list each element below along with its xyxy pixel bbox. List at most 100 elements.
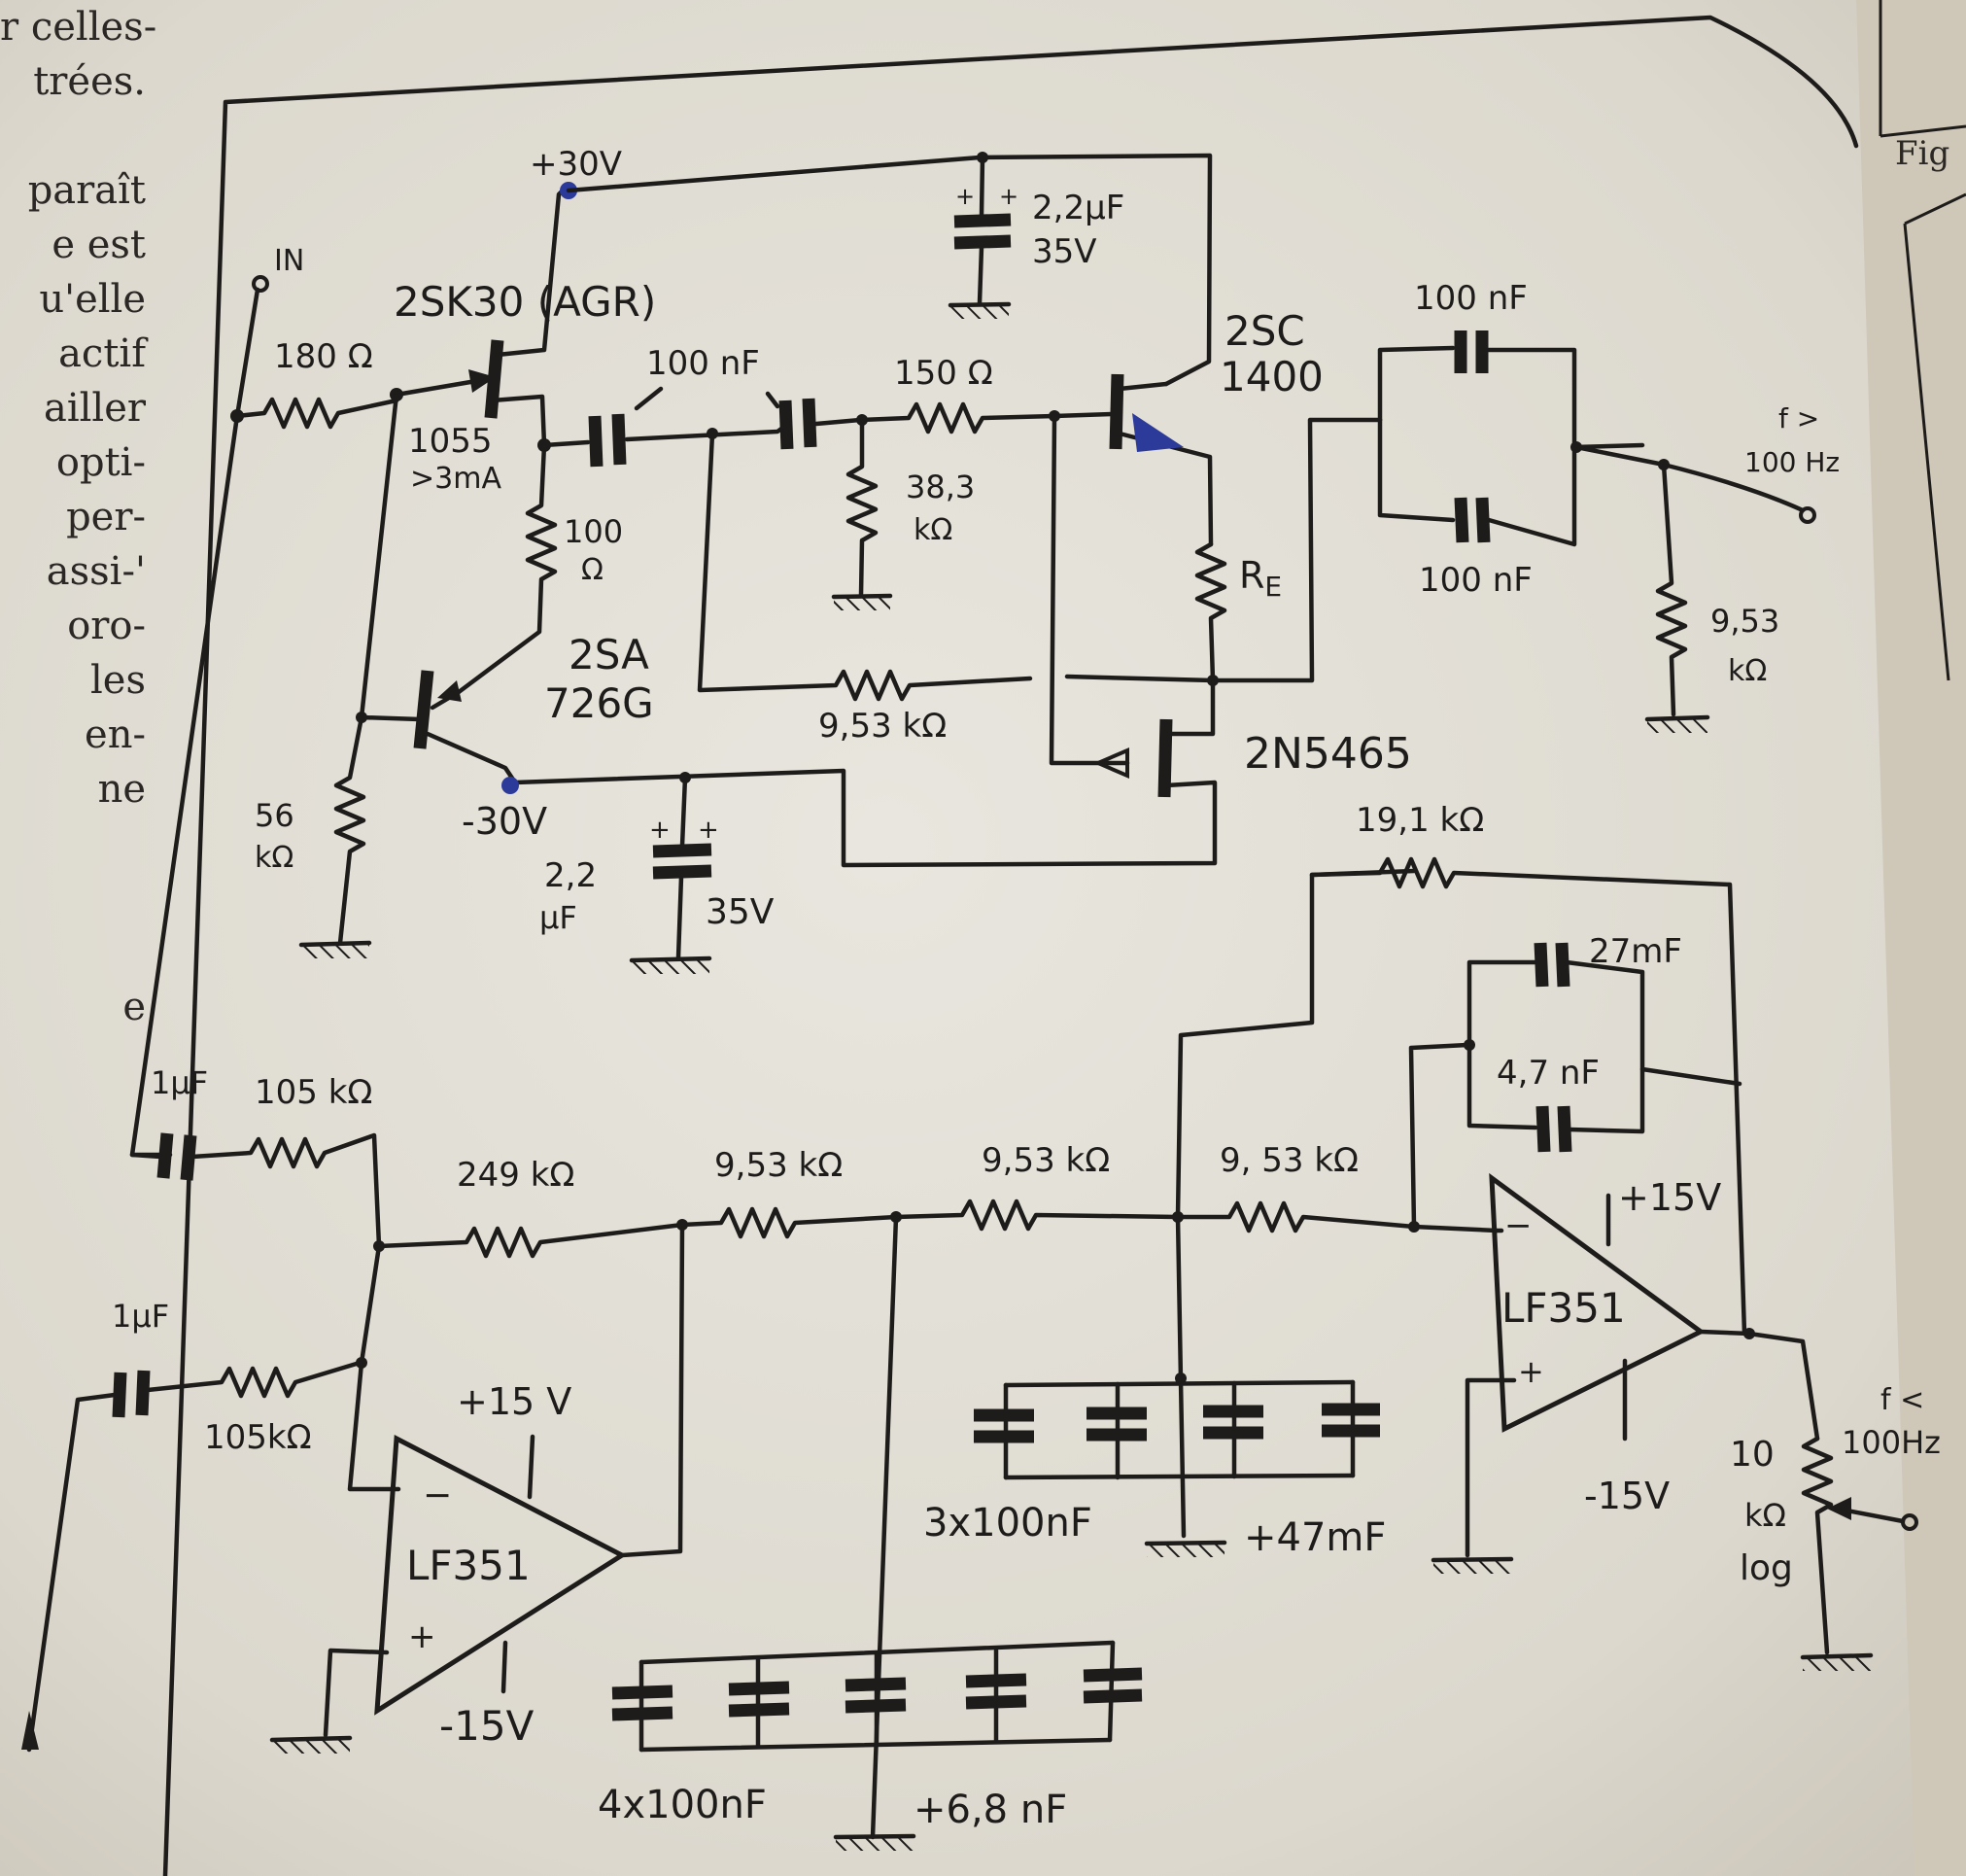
jfet2-drain [1168,677,1216,737]
next-page-edge [1856,0,1966,1876]
ground-line [1644,714,1710,722]
capacitor-2u2-lower [652,864,712,880]
capacitor-2u2-bottom-plate [953,234,1012,250]
margin-text-line: opti- [55,440,146,485]
label-c1: 100 nF [646,344,760,383]
pnp-2sa726g-base [413,670,434,749]
cap-wire [977,244,984,306]
opamp2-feedback-wire [1408,1042,1470,1230]
figure-frame [162,15,1859,1876]
ground-symbol [836,1837,914,1851]
margin-text-line: en- [85,712,146,757]
capacitor-hp-bottom [1454,497,1469,543]
ground-symbol [1647,719,1707,733]
label-r-in1: 105 kΩ [255,1073,372,1112]
margin-text-line: e est [52,223,146,267]
label-q1-note: >3mA [410,462,501,496]
resistor-150-ohm [859,401,1057,434]
capacitor-100n-1 [588,415,604,468]
ground-line [1800,1652,1874,1660]
label-cap-bank-1: 4x100nF [598,1783,767,1827]
capacitor-27m [1534,942,1549,988]
label-r19k1: 19,1 kΩ [1356,801,1484,840]
emitter-output-wire [1064,417,1383,683]
label-op1-minus: -15V [439,1702,535,1750]
label-plus30v: +30V [530,145,622,184]
capacitor-27m [1555,942,1570,988]
label-opamp2: LF351 [1501,1284,1626,1332]
margin-text-line: trées. [33,59,146,104]
resistor-249k [376,1222,685,1259]
label-out-high: 100 Hz [1744,446,1840,478]
capacitor-1u-a [156,1132,174,1179]
minus30v-node [501,777,519,794]
label-q1: 2SK30 (AGR) [394,278,656,326]
ground-line [948,301,1012,308]
label-c-neg: µF [539,899,577,936]
ground-line [1144,1540,1227,1546]
opamp1-plus-input [323,1648,390,1738]
junction-node [1743,1328,1755,1339]
minus30v-rail [512,768,1218,868]
cap-bank-1-bottom [638,1737,1113,1753]
jfet-2sk30-channel [484,339,504,419]
label-q2: 726G [544,679,654,727]
ground-symbol [632,960,709,974]
resistor-9k53-c [1175,1200,1417,1233]
label-r180: 180 Ω [274,337,373,376]
margin-text-line: ailler [43,386,146,431]
label-r100: Ω [581,553,604,587]
label-r-hp: kΩ [1728,654,1767,688]
npn-emitter-arrow [1132,413,1184,452]
leader-line [765,391,780,409]
label-minus-input-1: − [423,1476,452,1515]
next-page-box-line [1880,124,1966,138]
ground-symbol [1433,1560,1511,1574]
margin-text-line [0,925,146,980]
ground-line [629,955,712,963]
label-q3: 1400 [1220,353,1324,400]
label-cap-bank-1: +6,8 nF [914,1788,1067,1832]
margin-text-line: actif [58,331,146,376]
ground-line [1431,1556,1514,1563]
opamp1-minus-supply [500,1640,508,1694]
input2-arrow [21,1711,39,1750]
input-wire [234,287,260,419]
resistor-56k [333,714,366,946]
label-r38k3: 38,3 [906,469,975,505]
label-c-hp-bottom: 100 nF [1419,561,1533,600]
opamp-2-lf351 [1489,1172,1706,1433]
resistor-38k3 [845,417,879,598]
npn-collector [1117,381,1169,392]
circuit-diagram: + + [21,145,1941,1851]
plus30v-rail [566,153,1213,387]
cap-wire [679,775,688,849]
margin-text-line: e [122,985,146,1029]
label-c-neg: 2,2 [544,856,597,895]
wire [1411,1224,1500,1233]
label-c4n7: 4,7 nF [1497,1054,1600,1093]
capacitor-1u-a [180,1134,197,1181]
label-c-pos-voltage: 35V [1032,232,1097,271]
capacitor-4n7 [1557,1105,1572,1153]
label-r9k53-b: 9,53 kΩ [982,1141,1110,1180]
label-c-in2: 1µF [112,1298,169,1335]
label-c27m: 27mF [1589,932,1682,971]
margin-text-line: u'elle [39,277,146,322]
label-pot: 10 [1730,1435,1775,1475]
capacitor-1u-b [112,1372,127,1418]
label-op2-minus: -15V [1584,1475,1670,1517]
label-minus30v: -30V [462,800,547,843]
pot-wiper-arrow [1827,1497,1851,1520]
resistor-9k53-a [679,1206,899,1239]
opamp2-output-wire [1698,1329,1820,1442]
resistor-9k53-hp [1655,462,1688,717]
cap-bank-1-legs [638,1640,1116,1753]
opamp2-plus-input [1465,1377,1517,1558]
resistor-re [1194,541,1227,683]
polarity-plus: + [999,183,1018,210]
label-r56k: 56 [255,797,294,834]
wire [1486,444,1577,547]
margin-text-line: r celles- [0,5,157,50]
